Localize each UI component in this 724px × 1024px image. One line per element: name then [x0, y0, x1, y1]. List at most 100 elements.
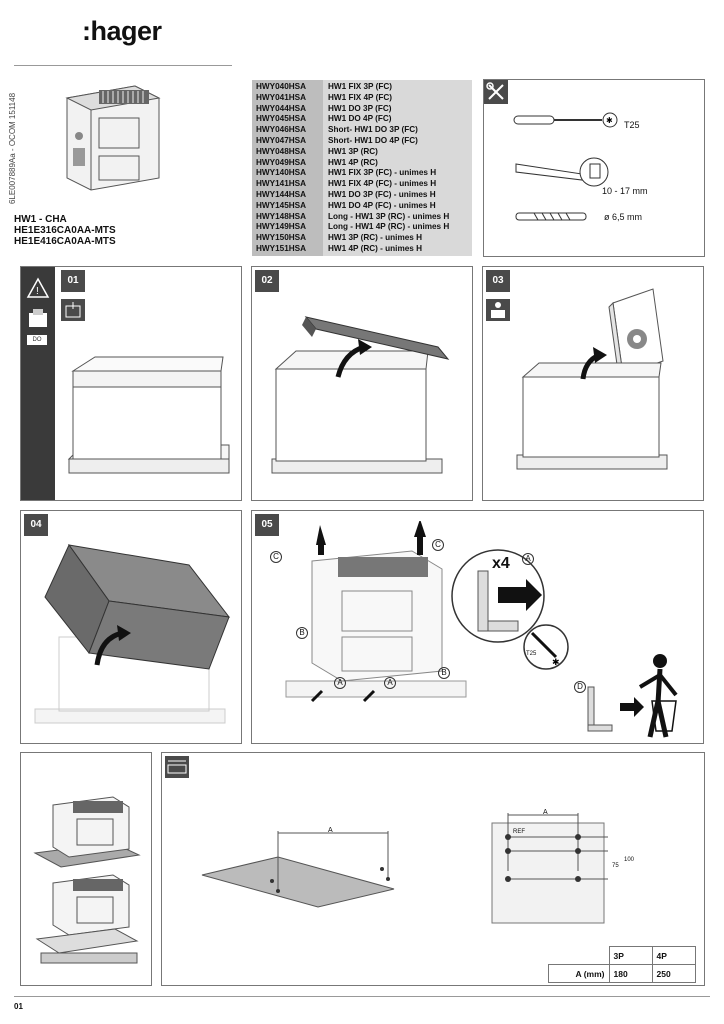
step-number: 05	[255, 514, 279, 536]
header-divider	[14, 65, 232, 66]
reference-description: Short- HW1 DO 4P (FC)	[328, 136, 418, 145]
dimensions-table: 3P 4P A (mm) 180 250	[548, 946, 696, 983]
breaker-on-plate-illustration	[33, 796, 141, 868]
reference-row: HWY046HSA Short- HW1 DO 3P (FC)	[252, 125, 472, 136]
mounting-plate-illustration	[201, 831, 395, 908]
do-label: DO	[27, 335, 47, 345]
reference-code: HWY144HSA	[256, 190, 307, 199]
drill-size: ø 6,5 mm	[604, 212, 643, 222]
quantity-label: x4	[492, 555, 510, 572]
step-04-panel: 04	[20, 510, 242, 744]
callout-b-right: B	[438, 667, 450, 679]
value-4p: 250	[651, 964, 696, 983]
reference-row: HWY144HSA HW1 DO 3P (FC) - unimes H	[252, 190, 472, 201]
dim-100: 100	[624, 857, 635, 863]
reference-code: HWY048HSA	[256, 146, 307, 156]
reference-description: HW1 3P (RC) - unimes H	[328, 233, 423, 243]
reference-description: HW1 3P (RC)	[328, 146, 378, 156]
step-number: 03	[486, 270, 510, 292]
reference-description: Long - HW1 3P (RC) - unimes H	[328, 211, 450, 221]
step-03-panel: 03	[482, 266, 704, 501]
reference-code: HWY047HSA	[256, 136, 307, 145]
svg-text:✱: ✱	[552, 657, 560, 667]
step-number: 02	[255, 270, 279, 292]
step-number: 04	[24, 514, 48, 536]
reference-description: HW1 DO 4P (FC)	[328, 114, 392, 124]
callout-a-left: A	[334, 677, 346, 689]
mounted-breakers-panel	[20, 752, 152, 986]
reference-row: HWY049HSA HW1 4P (RC)	[252, 158, 472, 169]
document-reference: 6LE007889Aa - OCOM 151148	[8, 92, 17, 204]
reference-row: HWY047HSA Short- HW1 DO 4P (FC)	[252, 136, 472, 147]
unbox-icon	[61, 299, 85, 321]
manual-and-box-illustration	[516, 288, 668, 470]
col-header-4p: 4P	[651, 946, 696, 965]
callout-b-left: B	[296, 627, 308, 639]
reference-description: Short- HW1 DO 3P (FC)	[328, 125, 418, 135]
remove-lid-illustration	[271, 316, 450, 474]
warning-icon: !	[26, 277, 50, 298]
reference-code: HWY046HSA	[256, 125, 307, 135]
plate-dim-a: A	[328, 827, 333, 834]
reference-description: HW1 DO 4P (FC) - unimes H	[328, 200, 436, 210]
reference-description: HW1 FIX 3P (FC) - unimes H	[328, 168, 437, 178]
screwdriver-icon: ✱	[513, 112, 618, 128]
reference-row: HWY048HSA HW1 3P (RC)	[252, 147, 472, 158]
product-name: HW1 - CHA	[14, 214, 67, 225]
lift-box-illustration	[34, 544, 231, 724]
step-number: 01	[61, 270, 85, 292]
screwdriver-size: T25	[624, 120, 640, 130]
measure-icon	[165, 756, 189, 778]
hager-logo: :hager	[82, 16, 162, 46]
reference-code: HWY140HSA	[256, 168, 307, 178]
reference-row: HWY041HSA HW1 FIX 4P (FC)	[252, 93, 472, 104]
reference-code: HWY148HSA	[256, 211, 307, 221]
reference-code: HWY141HSA	[256, 179, 307, 189]
reference-code: HWY145HSA	[256, 200, 307, 210]
callout-a-detail: A	[522, 553, 534, 565]
callout-c-right: C	[432, 539, 444, 551]
svg-text:✱: ✱	[606, 116, 613, 125]
reference-description: HW1 FIX 4P (FC)	[328, 92, 392, 102]
callout-d: D	[574, 681, 586, 693]
callout-a-right: A	[384, 677, 396, 689]
reference-description: HW1 4P (RC)	[328, 157, 378, 167]
product-code-1: HE1E316CA0AA-MTS	[14, 225, 116, 236]
step-05-panel: 05 C C B B A A x4 A ✱ T25 D	[251, 510, 704, 744]
reference-row: HWY148HSA Long - HW1 3P (RC) - unimes H	[252, 212, 472, 223]
screwdriver-detail-circle: ✱	[523, 624, 569, 670]
value-3p: 180	[608, 964, 653, 983]
reference-code: HWY151HSA	[256, 244, 307, 253]
warning-sidebar: ! DO	[21, 267, 55, 500]
wrench-size: 10 - 17 mm	[602, 186, 648, 196]
breaker-illustration	[65, 85, 161, 191]
reference-row: HWY140HSA HW1 FIX 3P (FC) - unimes H	[252, 168, 472, 179]
box-icon	[29, 309, 47, 327]
reference-code: HWY150HSA	[256, 233, 307, 243]
breaker-on-pallet-illustration	[35, 874, 139, 964]
step-02-panel: 02	[251, 266, 473, 501]
read-manual-icon	[486, 299, 510, 321]
reference-code: HWY049HSA	[256, 157, 307, 167]
drilling-template-drawing	[491, 813, 608, 924]
reference-code: HWY044HSA	[256, 103, 307, 113]
product-name-block: HW1 - CHA HE1E316CA0AA-MTS HE1E416CA0AA-…	[14, 214, 116, 247]
reference-code: HWY041HSA	[256, 92, 307, 102]
bolt-detail-circle	[451, 549, 545, 643]
ref-label: REF	[513, 829, 525, 835]
reference-code: HWY040HSA	[256, 82, 307, 91]
drill-bit-icon	[515, 212, 587, 221]
footer-divider	[14, 996, 710, 997]
reference-row: HWY145HSA HW1 DO 4P (FC) - unimes H	[252, 201, 472, 212]
reference-row: HWY150HSA HW1 3P (RC) - unimes H	[252, 233, 472, 244]
svg-text:!: !	[36, 286, 39, 297]
wrench-icon	[515, 157, 609, 187]
reference-description: HW1 DO 3P (FC) - unimes H	[328, 190, 436, 199]
row-label: A (mm)	[548, 964, 610, 983]
person-disposal-icon	[638, 654, 678, 738]
